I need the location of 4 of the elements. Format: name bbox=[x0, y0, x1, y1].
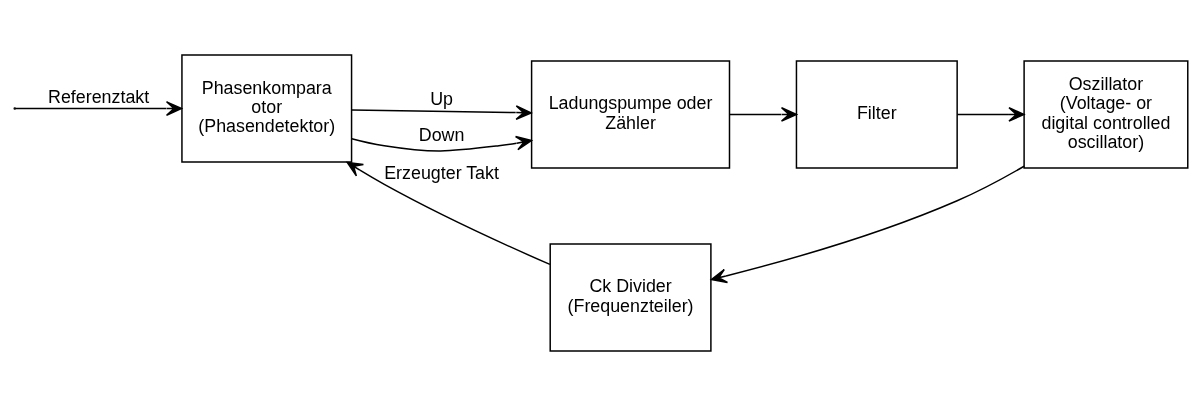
edge-label: Referenztakt bbox=[48, 86, 150, 107]
edge-label: Erzeugter Takt bbox=[384, 162, 499, 183]
edge-label: Down bbox=[418, 124, 465, 145]
edge-label: Up bbox=[430, 88, 453, 109]
